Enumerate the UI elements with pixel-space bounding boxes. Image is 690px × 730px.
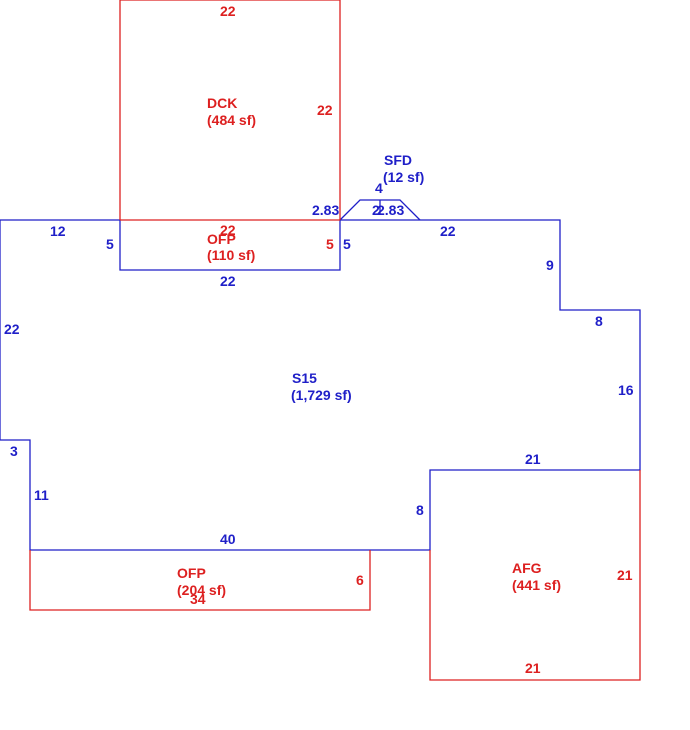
dim-porch-right-red: 5: [326, 236, 334, 252]
top-porch-area-label: (110 sf): [207, 247, 255, 263]
top-porch-outline: [119, 220, 341, 271]
top-porch-code-label: OFP: [207, 231, 236, 247]
dim-porch-right-blue: 5: [343, 236, 351, 252]
dim-main-top-right: 22: [440, 223, 456, 239]
dim-porch-bottom: 22: [220, 273, 236, 289]
dim-main-left: 22: [4, 321, 20, 337]
dim-dck-bottom: 22: [220, 222, 236, 238]
dim-step-right: 9: [546, 257, 554, 273]
dim-main-bottom: 40: [220, 531, 236, 547]
dim-bottom-porch-right: 6: [356, 572, 364, 588]
dim-garage-right: 21: [617, 567, 633, 583]
dim-notch-left: 3: [10, 443, 18, 459]
main-structure-outline: [0, 219, 641, 551]
bottom-porch-outline: [29, 550, 371, 611]
dim-porch-left: 5: [106, 236, 114, 252]
dim-bottom-porch-length: 34: [190, 591, 206, 607]
dim-sfd-height: 4: [375, 180, 383, 196]
dim-dck-right: 22: [317, 102, 333, 118]
garage-area-label: (441 sf): [512, 577, 561, 593]
deck-outline: [119, 0, 341, 220]
dim-main-right: 16: [618, 382, 634, 398]
dim-step-top: 8: [595, 313, 603, 329]
s15-area-label: (1,729 sf): [291, 387, 352, 403]
s15-code-label: S15: [292, 370, 317, 386]
garage-code-label: AFG: [512, 560, 542, 576]
garage-outline: [429, 470, 641, 681]
dim-garage-bottom: 21: [525, 660, 541, 676]
dim-garage-inner: 8: [416, 502, 424, 518]
dim-garage-top: 21: [525, 451, 541, 467]
bottom-porch-code-label: OFP: [177, 565, 206, 581]
dck-code-label: DCK: [207, 95, 237, 111]
dim-dck-top: 22: [220, 3, 236, 19]
dim-sfd-left: 2.83: [312, 202, 339, 218]
dim-lower-left: 11: [34, 487, 49, 503]
dim-sfd-right: 2.83: [377, 202, 404, 218]
sfd-area-label: (12 sf): [383, 169, 424, 185]
dim-main-top-left: 12: [50, 223, 66, 239]
bottom-porch-area-label: (204 sf): [177, 582, 226, 598]
dck-area-label: (484 sf): [207, 112, 256, 128]
sfd-code-label: SFD: [384, 152, 412, 168]
dim-sfd-top: 2: [372, 202, 380, 218]
